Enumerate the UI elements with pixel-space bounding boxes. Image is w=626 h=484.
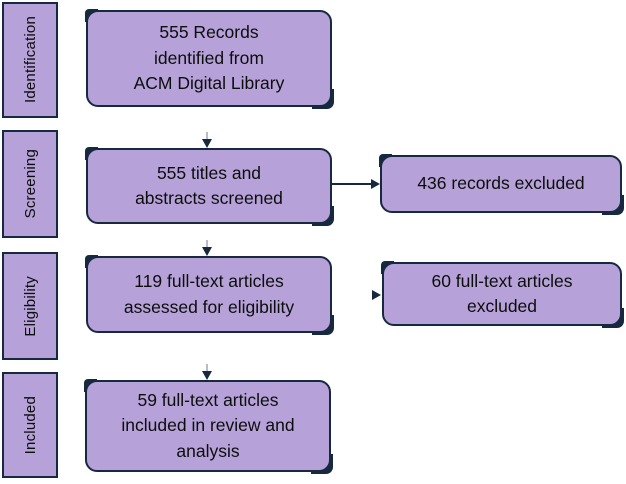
arrow-down-to-included-icon bbox=[202, 371, 212, 380]
box-fulltext-assessed: 119 full-text articles assessed for elig… bbox=[85, 255, 334, 335]
arrow-down-to-eligibility-icon bbox=[202, 247, 212, 256]
stage-label-included-text: Included bbox=[21, 395, 39, 455]
connector-stub bbox=[206, 364, 208, 371]
box-fulltext-excluded: 60 full-text articles excluded bbox=[381, 261, 624, 328]
box-fulltext-assessed-text: 119 full-text articles assessed for elig… bbox=[86, 256, 332, 333]
stage-label-screening-text: Screening bbox=[21, 149, 39, 219]
arrow-right-to-records-excluded-icon bbox=[371, 179, 380, 189]
stage-label-screening: Screening bbox=[2, 130, 58, 238]
box-records-excluded: 436 records excluded bbox=[379, 154, 624, 215]
connector-stub bbox=[206, 132, 208, 139]
arrow-down-to-screening-icon bbox=[202, 139, 212, 148]
box-titles-screened: 555 titles and abstracts screened bbox=[85, 147, 334, 226]
box-records-identified: 555 Records identified from ACM Digital … bbox=[85, 9, 334, 109]
box-fulltext-excluded-text: 60 full-text articles excluded bbox=[382, 262, 622, 326]
box-records-excluded-text: 436 records excluded bbox=[380, 155, 622, 213]
box-included-review: 59 full-text articles included in review… bbox=[84, 379, 333, 474]
stage-label-identification: Identification bbox=[2, 2, 58, 118]
box-included-review-text: 59 full-text articles included in review… bbox=[85, 380, 331, 472]
stage-label-eligibility-text: Eligibility bbox=[21, 275, 39, 337]
stage-label-eligibility: Eligibility bbox=[2, 252, 58, 360]
stage-label-identification-text: Identification bbox=[21, 16, 39, 104]
box-records-identified-text: 555 Records identified from ACM Digital … bbox=[86, 10, 332, 107]
connector-line-screening-excluded bbox=[332, 183, 371, 185]
arrow-right-to-fulltext-excluded-icon bbox=[372, 290, 381, 300]
stage-label-included: Included bbox=[2, 372, 58, 478]
connector-stub bbox=[206, 240, 208, 247]
box-titles-screened-text: 555 titles and abstracts screened bbox=[86, 148, 332, 224]
